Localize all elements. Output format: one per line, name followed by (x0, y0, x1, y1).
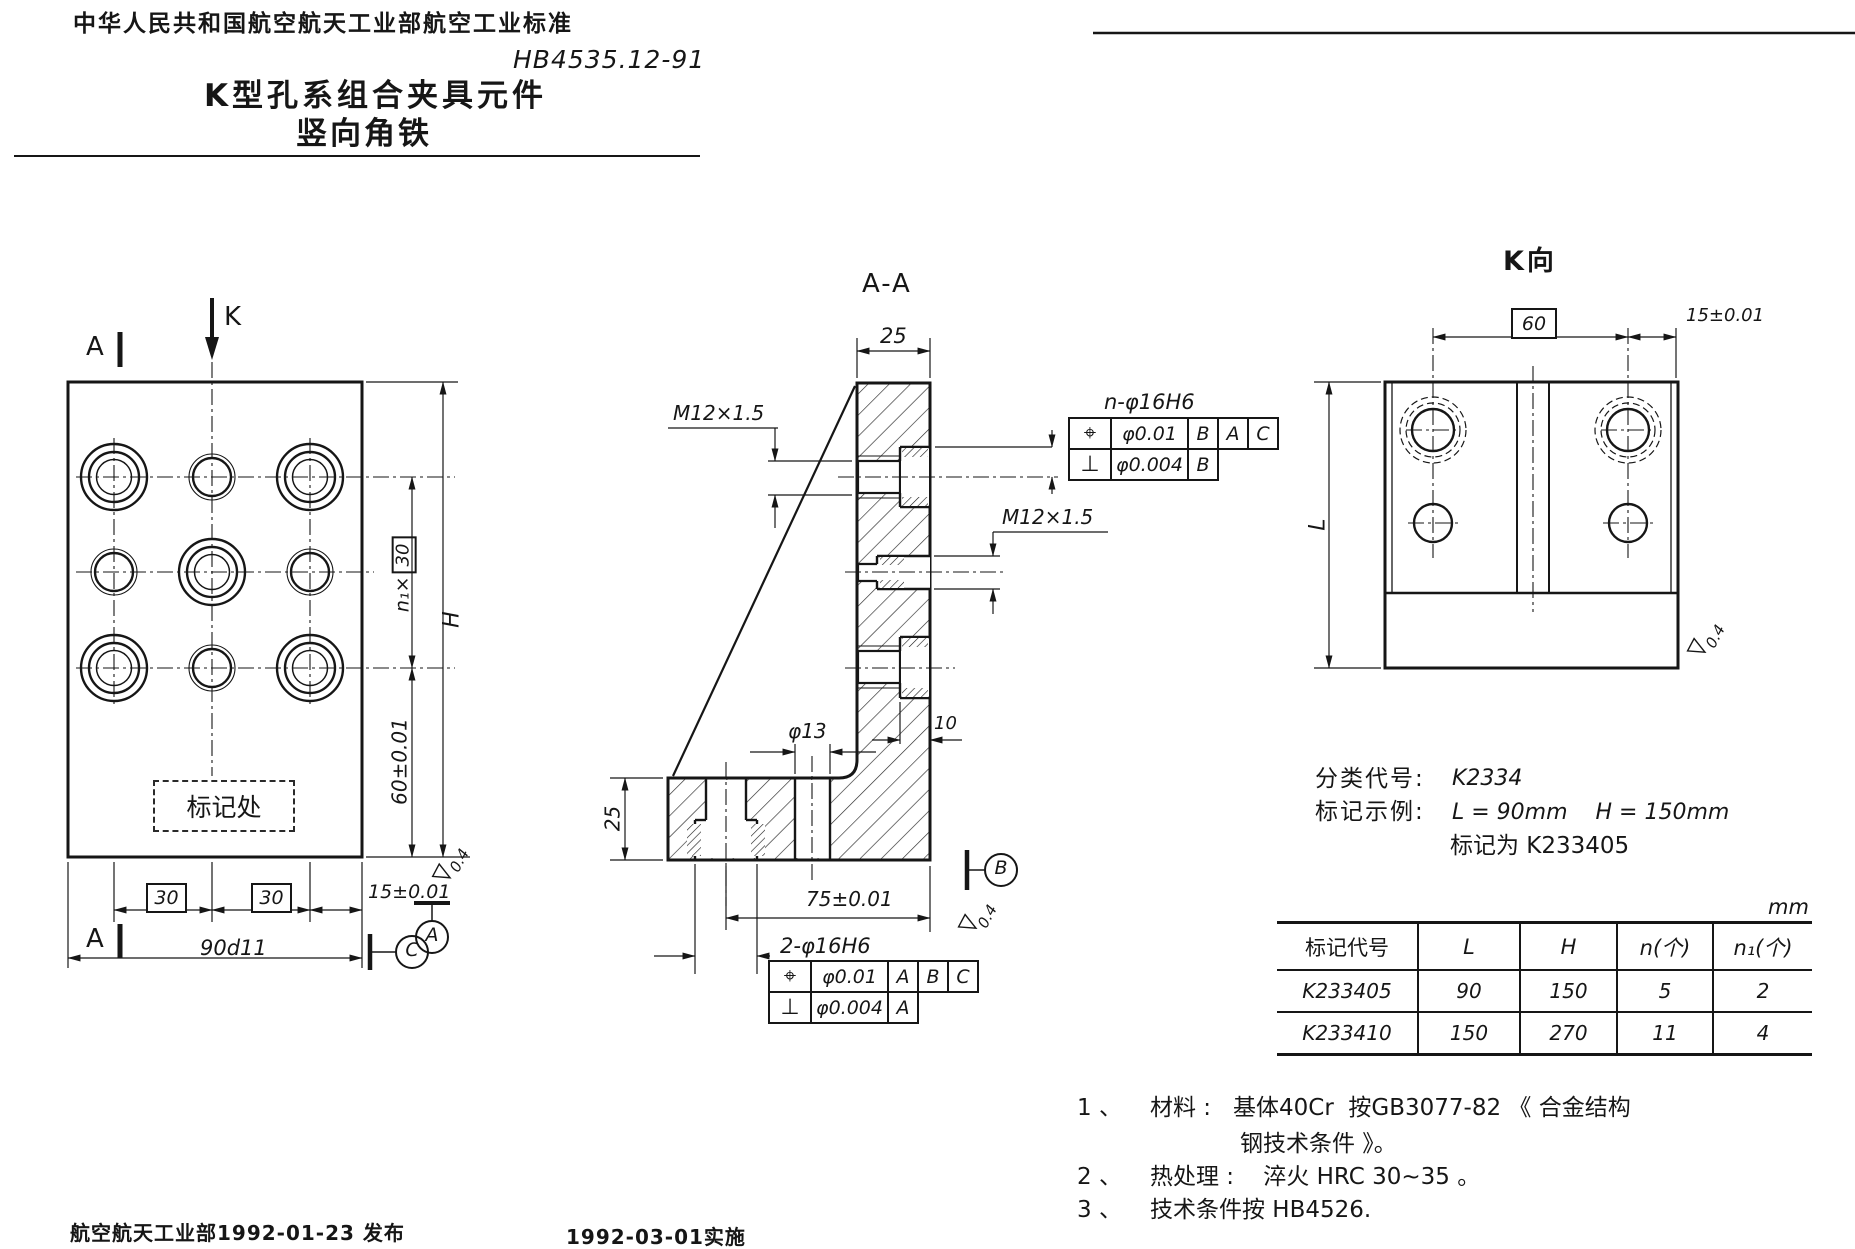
dim-phi13: φ13 (788, 719, 827, 743)
marking-area-label: 标记处 (186, 793, 262, 822)
fcf-top-tolerance1: φ0.01 (1110, 417, 1189, 450)
col-header-code: 标记代号 (1277, 921, 1418, 971)
k-view-title: K向 (1503, 246, 1557, 277)
size-table-header-row: 标记代号 L H n(个) n₁(个) (1277, 921, 1812, 971)
datum-b-label: B (994, 857, 1008, 879)
note-1-number: 1 、 (1077, 1095, 1122, 1121)
position-symbol: ⌖ (768, 960, 812, 993)
fcf-top-datum1: B (1187, 417, 1219, 450)
fcf-bottom-tolerance1: φ0.01 (810, 960, 889, 993)
dim-60-value: 60 (1521, 312, 1547, 335)
dim-n1x30-box: 30 (391, 536, 417, 574)
col-header-l: L (1417, 921, 1520, 971)
fcf-top-title: n-φ16H6 (1104, 390, 1195, 414)
thread-callout-mid: M12×1.5 (1002, 505, 1094, 529)
fcf-top-frame: ⌖ φ0.01 B A C ⊥ φ0.004 B (1068, 417, 1279, 481)
doc-title-line1: K型孔系组合夹具元件 (204, 78, 548, 114)
dim-30-right: 30 (251, 883, 292, 913)
fcf-top-datum3: C (1247, 417, 1279, 450)
standard-org-title: 中华人民共和国航空航天工业部航空工业标准 (73, 11, 573, 37)
cell-h: 270 (1519, 1012, 1617, 1056)
cell-l: 90 (1417, 970, 1520, 1013)
datum-c-label: C (405, 939, 419, 961)
note-3-number: 3 、 (1077, 1197, 1122, 1223)
fcf-top-datum2: A (1217, 417, 1249, 450)
spec-label-example: 标记示例: (1315, 799, 1425, 825)
fcf-bottom-datum3: C (947, 960, 979, 993)
perpendicularity-symbol: ⊥ (768, 991, 812, 1024)
spec-value-marking: 标记为 K233405 (1450, 833, 1630, 859)
cell-code: K233405 (1277, 970, 1418, 1013)
cell-code: K233410 (1277, 1012, 1418, 1056)
marking-area-box: 标记处 (153, 780, 295, 832)
dim-30-right-value: 30 (259, 887, 284, 909)
table-row: K233410 150 270 11 4 (1277, 1012, 1812, 1056)
cell-l: 150 (1417, 1012, 1520, 1056)
fcf-top-datum4: B (1187, 448, 1219, 481)
section-label-a-bottom: A (86, 924, 104, 954)
thread-callout-top: M12×1.5 (673, 401, 765, 425)
fcf-bottom-title: 2-φ16H6 (780, 934, 871, 958)
dim-15-001-k: 15±0.01 (1686, 305, 1765, 326)
cell-n: 5 (1616, 970, 1713, 1013)
dim-60-001: 60±0.01 (387, 718, 412, 805)
position-symbol: ⌖ (1068, 417, 1112, 450)
fcf-bottom-datum1: A (887, 960, 919, 993)
note-1-continuation: 钢技术条件 》。 (1240, 1131, 1397, 1157)
fcf-bottom-row1: ⌖ φ0.01 A B C (768, 960, 979, 993)
note-2-number: 2 、 (1077, 1164, 1122, 1190)
spec-label-class-code: 分类代号: (1315, 766, 1425, 792)
size-table: 标记代号 L H n(个) n₁(个) K233405 90 150 5 2 K… (1277, 921, 1812, 1056)
datum-a-label: A (425, 924, 439, 946)
col-header-h: H (1519, 921, 1617, 971)
fcf-top-row1: ⌖ φ0.01 B A C (1068, 417, 1279, 450)
dim-h: H (439, 611, 465, 628)
dim-30-left: 30 (146, 883, 187, 913)
fcf-bottom-datum4: A (887, 991, 919, 1024)
fcf-bottom-frame: ⌖ φ0.01 A B C ⊥ φ0.004 A (768, 960, 979, 1024)
cell-h: 150 (1519, 970, 1617, 1013)
dim-25-base: 25 (600, 805, 625, 832)
dim-75-001: 75±0.01 (806, 887, 893, 911)
dim-25-top: 25 (880, 324, 907, 348)
section-label-a-top: A (86, 332, 104, 362)
dim-l: L (1305, 518, 1331, 531)
table-row: K233405 90 150 5 2 (1277, 970, 1812, 1013)
col-header-n: n(个) (1616, 921, 1713, 971)
dim-60-box: 60 (1511, 308, 1557, 339)
cell-n1: 2 (1712, 970, 1812, 1013)
section-title: A-A (862, 269, 912, 299)
fcf-bottom-tolerance2: φ0.004 (810, 991, 889, 1024)
section-view-linework (610, 338, 1108, 974)
fcf-top-tolerance2: φ0.004 (1110, 448, 1189, 481)
dim-30-left-value: 30 (154, 887, 179, 909)
footer-implement-date: 1992-03-01实施 (566, 1225, 746, 1249)
dim-15-001-front: 15±0.01 (368, 881, 451, 903)
dim-10: 10 (934, 713, 957, 734)
note-1-text: 材料 : 基体40Cr 按GB3077-82 《 合金结构 (1150, 1095, 1631, 1121)
cell-n: 11 (1616, 1012, 1713, 1056)
fcf-bottom-datum2: B (917, 960, 949, 993)
table-unit-label: mm (1768, 895, 1809, 919)
spec-value-class-code: K2334 (1452, 766, 1523, 791)
view-label-k: K (224, 302, 242, 332)
front-view-linework (66, 298, 470, 970)
perpendicularity-symbol: ⊥ (1068, 448, 1112, 481)
note-3-text: 技术条件按 HB4526. (1150, 1197, 1372, 1223)
dim-n1x30: n₁× 30 (391, 522, 417, 626)
note-2-text: 热处理 : 淬火 HRC 30~35 。 (1150, 1164, 1481, 1190)
fcf-bottom-row2: ⊥ φ0.004 A (768, 991, 979, 1024)
doc-title-line2: 竖向角铁 (296, 116, 432, 152)
footer-issue-date: 航空航天工业部1992-01-23 发布 (70, 1221, 405, 1245)
dim-90d11: 90d11 (200, 936, 267, 960)
cell-n1: 4 (1712, 1012, 1812, 1056)
standard-code: HB4535.12-91 (513, 45, 706, 74)
col-header-n1: n₁(个) (1712, 921, 1812, 971)
spec-value-example-dims: L = 90mm H = 150mm (1452, 800, 1730, 825)
dim-n1x30-prefix: n₁× (392, 576, 415, 613)
k-view-linework (1314, 328, 1707, 670)
fcf-top-row2: ⊥ φ0.004 B (1068, 448, 1279, 481)
